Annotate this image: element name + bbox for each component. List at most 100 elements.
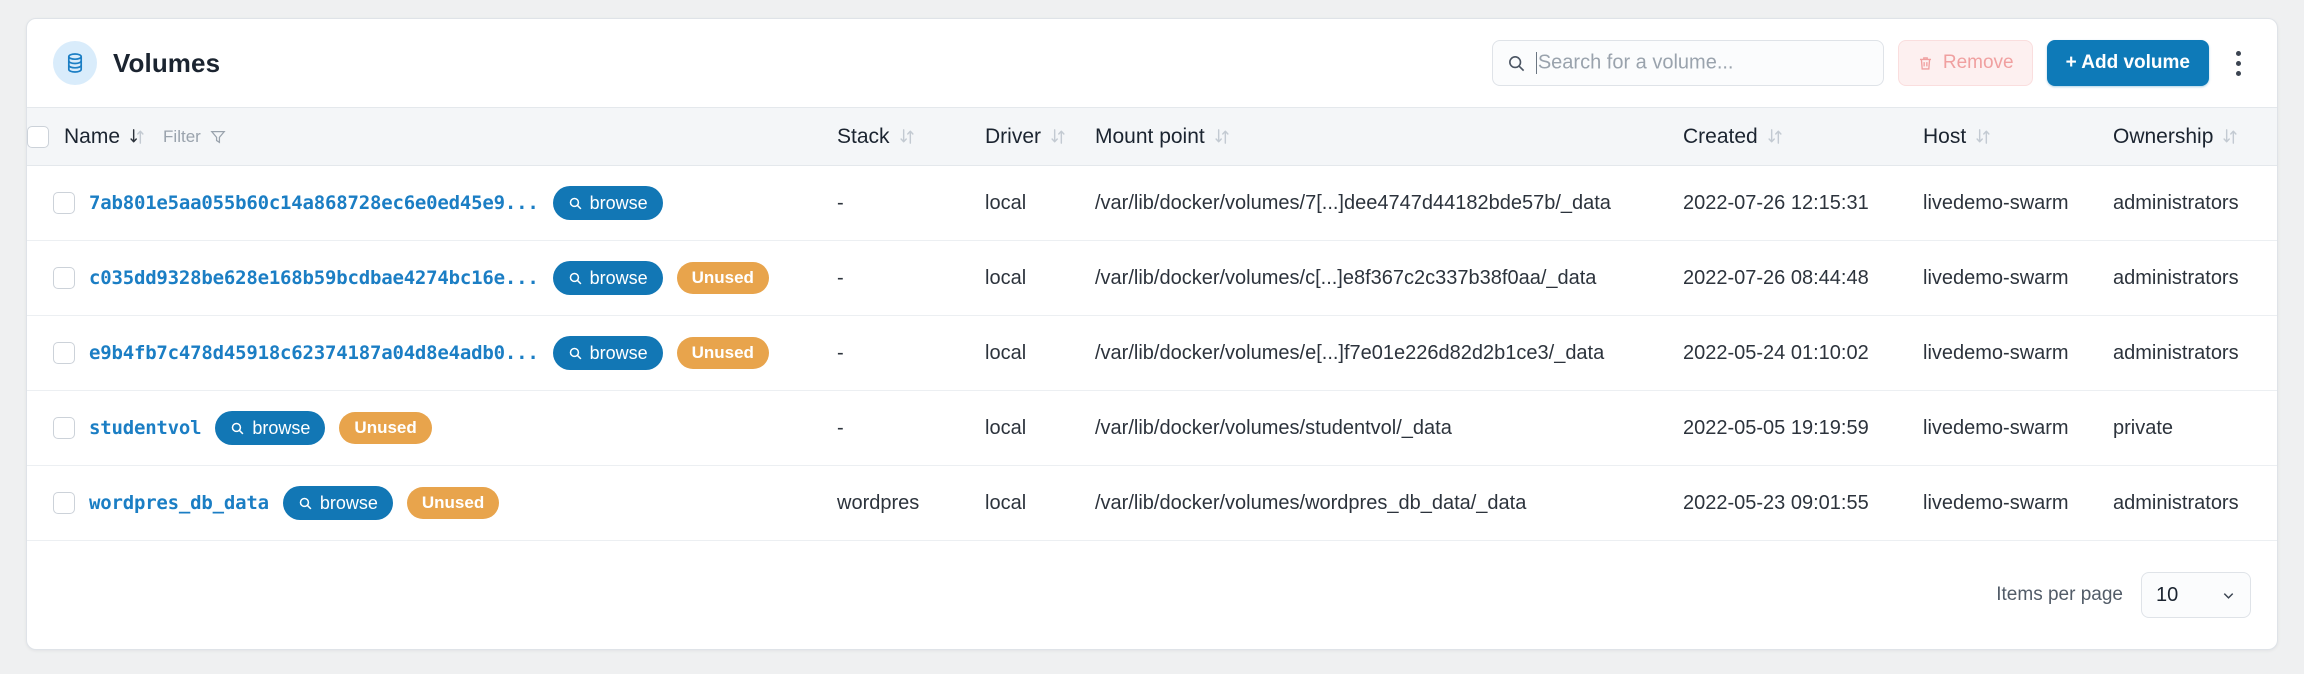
browse-button[interactable]: browse — [552, 186, 663, 220]
cell-created: 2022-05-24 01:10:02 — [1683, 315, 1923, 391]
row-checkbox[interactable] — [53, 342, 75, 364]
search-input[interactable]: Search for a volume... — [1491, 40, 1884, 86]
column-header-ownership[interactable]: Ownership — [2113, 107, 2277, 166]
status-badge-unused: Unused — [676, 337, 769, 369]
status-badge-unused: Unused — [406, 487, 500, 519]
sort-icon[interactable] — [1975, 127, 1991, 146]
browse-button-label: browse — [589, 192, 648, 213]
cell-mount-point: /var/lib/docker/volumes/c[...]e8f367c2c3… — [1095, 240, 1683, 316]
search-icon — [230, 421, 245, 436]
column-header-driver[interactable]: Driver — [985, 107, 1095, 166]
sort-icon[interactable] — [1214, 127, 1230, 146]
row-checkbox[interactable] — [53, 192, 75, 214]
column-header-created-label: Created — [1683, 124, 1758, 148]
title-group: Volumes — [53, 41, 220, 85]
sort-icon[interactable] — [129, 127, 145, 146]
column-header-created[interactable]: Created — [1683, 107, 1923, 166]
sort-icon[interactable] — [2222, 127, 2238, 146]
cell-mount-point: /var/lib/docker/volumes/e[...]f7e01e226d… — [1095, 315, 1683, 391]
volumes-card: Volumes Search for a volume... — [26, 18, 2278, 650]
funnel-icon[interactable] — [210, 129, 226, 145]
volume-name-link[interactable]: e9b4fb7c478d45918c62374187a04d8e4adb0... — [89, 342, 539, 364]
cell-driver: local — [985, 315, 1095, 391]
cell-host: livedemo-swarm — [1923, 465, 2113, 541]
search-icon — [568, 346, 583, 361]
filter-label[interactable]: Filter — [163, 126, 201, 146]
kebab-dot — [2235, 70, 2241, 76]
items-per-page-value: 10 — [2156, 583, 2179, 606]
volume-name-link[interactable]: 7ab801e5aa055b60c14a868728ec6e0ed45e9... — [89, 192, 539, 214]
cell-name: studentvol browse Unused — [27, 390, 837, 466]
sort-icon[interactable] — [1050, 127, 1066, 146]
cell-name: e9b4fb7c478d45918c62374187a04d8e4adb0...… — [27, 315, 837, 391]
cell-driver: local — [985, 165, 1095, 241]
table-row[interactable]: e9b4fb7c478d45918c62374187a04d8e4adb0...… — [27, 315, 2277, 391]
cell-ownership: administrators — [2113, 465, 2277, 541]
cell-stack: - — [837, 315, 985, 391]
cell-mount-point: /var/lib/docker/volumes/wordpres_db_data… — [1095, 465, 1683, 541]
volume-name-link[interactable]: wordpres_db_data — [89, 492, 269, 514]
sort-icon[interactable] — [1767, 127, 1783, 146]
cell-created: 2022-05-05 19:19:59 — [1683, 390, 1923, 466]
browse-button-label: browse — [589, 342, 648, 363]
add-volume-button-label: + Add volume — [2065, 52, 2190, 73]
cell-mount-point: /var/lib/docker/volumes/studentvol/_data — [1095, 390, 1683, 466]
search-icon — [568, 271, 583, 286]
table-footer: Items per page 10 — [27, 541, 2277, 649]
column-header-name[interactable]: Name Filter — [27, 107, 837, 166]
browse-button-label: browse — [589, 267, 648, 288]
cell-mount-point: /var/lib/docker/volumes/7[...]dee4747d44… — [1095, 165, 1683, 241]
browse-button[interactable]: browse — [215, 411, 326, 445]
cell-host: livedemo-swarm — [1923, 390, 2113, 466]
row-checkbox[interactable] — [53, 267, 75, 289]
column-header-mount-point[interactable]: Mount point — [1095, 107, 1683, 166]
browse-button[interactable]: browse — [552, 336, 663, 370]
cell-stack: - — [837, 240, 985, 316]
select-all-checkbox[interactable] — [27, 125, 49, 148]
remove-button[interactable]: Remove — [1897, 40, 2033, 86]
volume-name-link[interactable]: c035dd9328be628e168b59bcdbae4274bc16e... — [89, 267, 539, 289]
column-header-ownership-label: Ownership — [2113, 124, 2214, 148]
browse-button-label: browse — [319, 492, 378, 513]
more-options-icon[interactable] — [2225, 40, 2251, 86]
search-icon — [1507, 54, 1526, 73]
volume-name-link[interactable]: studentvol — [89, 417, 202, 439]
column-header-host-label: Host — [1923, 124, 1967, 148]
cell-host: livedemo-swarm — [1923, 165, 2113, 241]
row-checkbox[interactable] — [53, 417, 75, 439]
row-checkbox[interactable] — [53, 492, 75, 514]
browse-button[interactable]: browse — [282, 486, 393, 520]
add-volume-button[interactable]: + Add volume — [2046, 40, 2209, 86]
items-per-page-select[interactable]: 10 — [2141, 572, 2251, 618]
column-header-stack[interactable]: Stack — [837, 107, 985, 166]
browse-button[interactable]: browse — [552, 261, 663, 295]
cell-driver: local — [985, 240, 1095, 316]
cell-created: 2022-07-26 08:44:48 — [1683, 240, 1923, 316]
cell-created: 2022-07-26 12:15:31 — [1683, 165, 1923, 241]
column-header-host[interactable]: Host — [1923, 107, 2113, 166]
cell-ownership: administrators — [2113, 240, 2277, 316]
search-placeholder: Search for a volume... — [1535, 51, 1734, 74]
column-header-stack-label: Stack — [837, 124, 890, 148]
table-header: Name Filter — [27, 107, 2277, 166]
cell-stack: - — [837, 390, 985, 466]
table-body: 7ab801e5aa055b60c14a868728ec6e0ed45e9...… — [27, 165, 2277, 541]
table-header-row: Name Filter — [27, 107, 2277, 166]
column-header-name-label: Name — [64, 124, 121, 148]
cell-ownership: administrators — [2113, 315, 2277, 391]
table-row[interactable]: 7ab801e5aa055b60c14a868728ec6e0ed45e9...… — [27, 165, 2277, 241]
cell-ownership: private — [2113, 390, 2277, 466]
cell-created: 2022-05-23 09:01:55 — [1683, 465, 1923, 541]
status-badge-unused: Unused — [339, 412, 432, 444]
chevron-down-icon — [2221, 588, 2236, 603]
sort-icon[interactable] — [899, 127, 915, 146]
search-icon — [568, 196, 583, 211]
table-row[interactable]: c035dd9328be628e168b59bcdbae4274bc16e...… — [27, 240, 2277, 316]
kebab-dot — [2235, 50, 2241, 56]
remove-button-label: Remove — [1942, 52, 2014, 73]
cell-name: wordpres_db_data browse Unused — [27, 465, 837, 541]
kebab-dot — [2235, 60, 2241, 66]
